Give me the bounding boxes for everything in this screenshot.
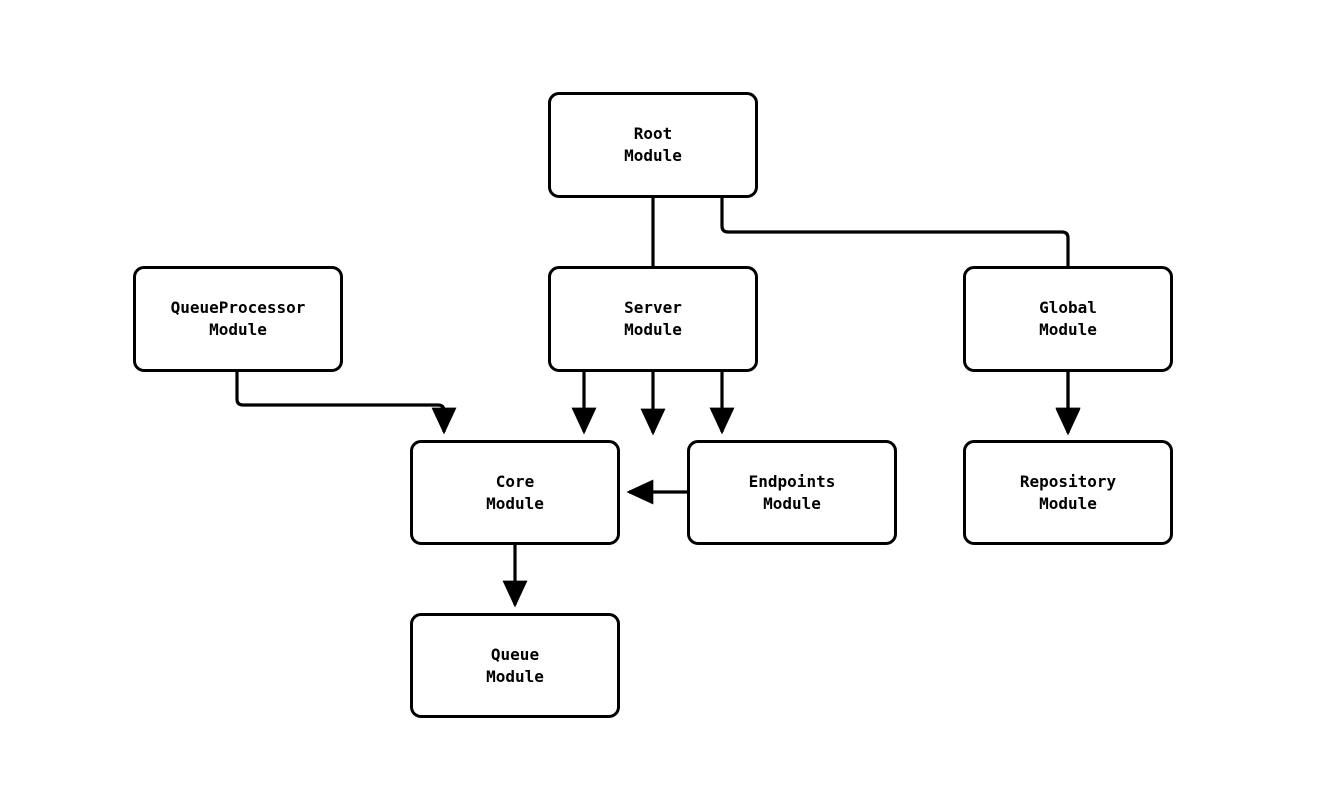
node-queue-suffix: Module xyxy=(486,666,544,686)
node-queue-name: Queue xyxy=(490,644,540,664)
node-queueprocessor-suffix: Module xyxy=(209,320,267,339)
node-core[interactable]: Core Module xyxy=(410,440,620,545)
node-queueprocessor-name: QueueProcessor xyxy=(170,298,306,317)
edge-queueprocessor-core xyxy=(235,372,457,435)
node-root-suffix: Module xyxy=(624,146,682,165)
node-global-name: Global xyxy=(1039,298,1097,317)
node-repository-name: Repository xyxy=(1019,471,1117,491)
node-root-name: Root xyxy=(633,124,673,143)
node-global[interactable]: Global Module xyxy=(963,266,1173,372)
node-root[interactable]: Root Module xyxy=(548,92,758,198)
node-server-suffix: Module xyxy=(624,320,682,339)
node-repository[interactable]: Repository Module xyxy=(963,440,1173,545)
node-core-name: Core xyxy=(495,471,535,491)
node-repository-suffix: Module xyxy=(1039,493,1097,513)
node-queue[interactable]: Queue Module xyxy=(410,613,620,718)
node-core-suffix: Module xyxy=(486,493,544,513)
node-global-suffix: Module xyxy=(1039,320,1097,339)
node-server-name: Server xyxy=(624,298,682,317)
node-endpoints-name: Endpoints xyxy=(748,471,836,491)
node-queueprocessor[interactable]: QueueProcessor Module xyxy=(133,266,343,372)
node-endpoints[interactable]: Endpoints Module xyxy=(687,440,897,545)
node-server[interactable]: Server Module xyxy=(548,266,758,372)
node-endpoints-suffix: Module xyxy=(763,493,821,513)
